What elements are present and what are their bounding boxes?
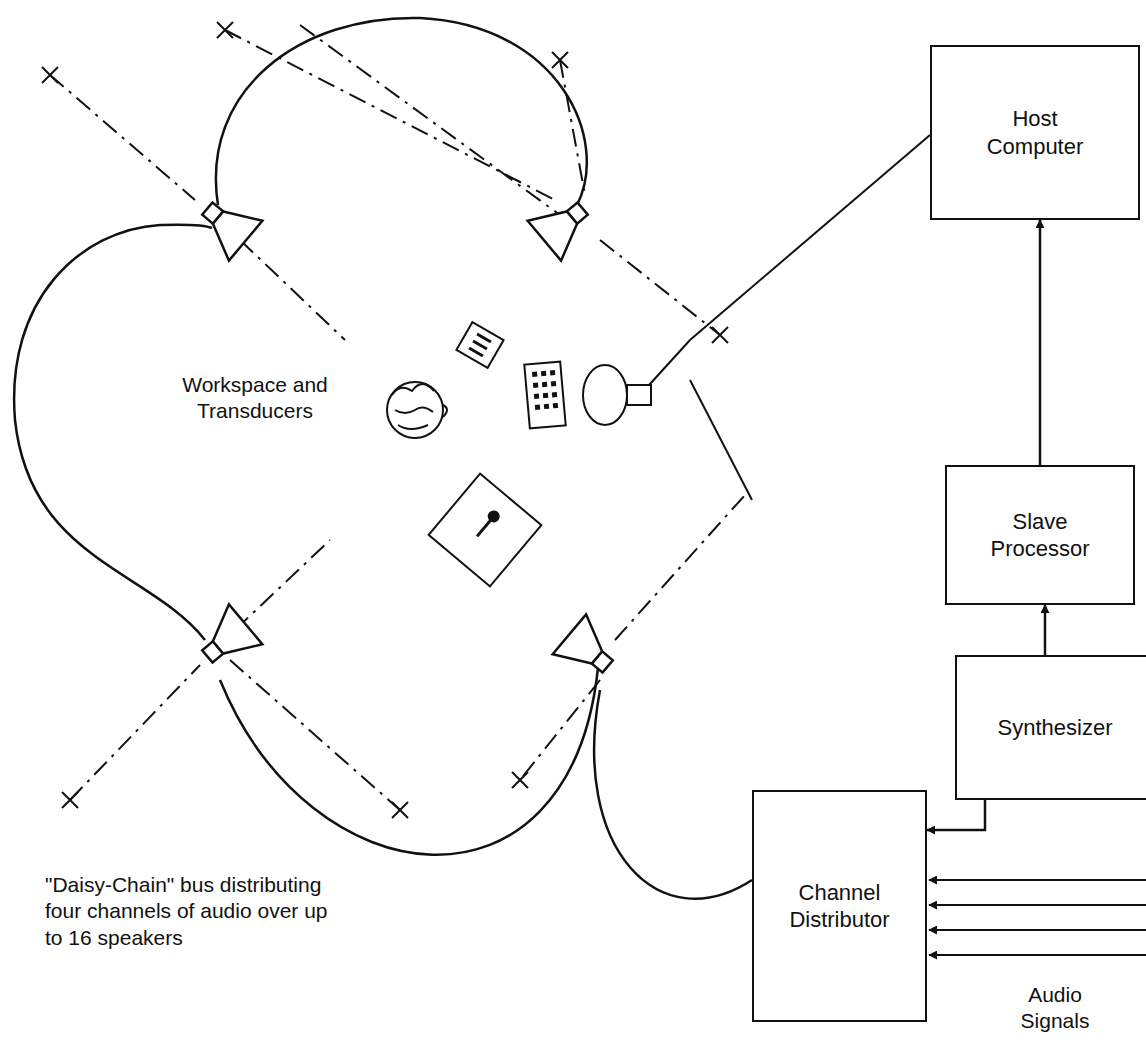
illustration-stroke	[535, 404, 540, 409]
illustration-stroke	[524, 362, 565, 429]
illustration-stroke	[690, 380, 752, 500]
process-box: Host Computer	[930, 45, 1140, 220]
illustration-stroke	[550, 370, 555, 375]
speaker-icons	[191, 189, 625, 687]
illustration-stroke	[551, 381, 556, 386]
signal-arrow	[1044, 605, 1047, 655]
illustration-stroke	[201, 198, 262, 261]
illustration-stroke	[553, 614, 625, 686]
illustration-stroke	[532, 372, 537, 377]
illustration-stroke	[429, 474, 542, 587]
illustration-stroke	[512, 772, 528, 788]
illustration-stroke	[201, 604, 262, 667]
annotation: Workspace and Transducers	[175, 372, 335, 425]
annotation: Audio Signals	[995, 982, 1115, 1035]
dash-dot-sound-lines	[50, 25, 745, 810]
illustration-stroke	[560, 60, 585, 195]
annotation-text: Audio Signals	[1021, 983, 1090, 1032]
signal-arrow	[927, 800, 985, 830]
illustration-stroke	[62, 792, 78, 808]
illustration-stroke	[456, 322, 503, 368]
illustration-stroke	[532, 370, 558, 410]
user-head	[387, 382, 447, 438]
illustration-stroke	[191, 604, 263, 676]
box-label: Host Computer	[973, 105, 1098, 160]
illustration-stroke	[70, 665, 200, 800]
illustration-stroke	[615, 495, 745, 640]
box-label: Slave Processor	[978, 508, 1103, 563]
illustration-stroke	[528, 189, 600, 261]
audio-signal-arrows	[929, 880, 1146, 955]
illustration-stroke	[533, 383, 538, 388]
illustration-stroke	[235, 540, 330, 630]
box-label: Channel Distributor	[777, 879, 902, 934]
illustration-stroke	[544, 404, 549, 409]
illustration-stroke	[191, 189, 263, 261]
illustration-stroke	[487, 509, 501, 523]
illustration-stroke	[929, 879, 1146, 881]
illustration-stroke	[600, 240, 720, 335]
illustration-stroke	[553, 403, 558, 408]
cross-marks	[42, 22, 728, 818]
input-devices	[429, 322, 651, 586]
process-box: Synthesizer	[955, 655, 1146, 800]
illustration-stroke	[552, 52, 568, 68]
illustration-stroke	[520, 680, 600, 780]
illustration-stroke	[469, 334, 491, 356]
illustration-stroke	[552, 392, 557, 397]
illustration-stroke	[456, 322, 503, 368]
illustration-stroke	[42, 67, 58, 83]
host-link-lines	[640, 135, 930, 500]
illustration-stroke	[712, 327, 728, 343]
illustration-stroke	[240, 240, 345, 340]
illustration-stroke	[553, 614, 614, 677]
illustration-stroke	[929, 954, 1146, 956]
process-box: Slave Processor	[945, 465, 1135, 605]
annotation: "Daisy-Chain" bus distributing four chan…	[45, 872, 335, 951]
illustration-stroke	[594, 690, 752, 899]
box-label: Synthesizer	[998, 714, 1113, 742]
illustration-stroke	[216, 18, 587, 205]
daisy-chain-bus	[14, 18, 752, 899]
illustration-stroke	[690, 135, 930, 340]
illustration-stroke	[50, 75, 195, 200]
signal-arrow	[1039, 220, 1042, 465]
illustration-stroke	[429, 474, 542, 587]
illustration-stroke	[392, 802, 408, 818]
annotation-text: Workspace and Transducers	[182, 373, 328, 422]
illustration-stroke	[534, 394, 539, 399]
illustration-stroke	[392, 384, 434, 429]
illustration-stroke	[230, 660, 400, 810]
illustration-stroke	[627, 385, 651, 405]
illustration-stroke	[14, 225, 212, 640]
illustration-stroke	[217, 22, 233, 38]
illustration-stroke	[583, 365, 651, 425]
annotation-text: "Daisy-Chain" bus distributing four chan…	[45, 873, 328, 949]
illustration-stroke	[387, 382, 443, 438]
illustration-stroke	[929, 929, 1146, 931]
illustration-stroke	[443, 405, 447, 417]
illustration-stroke	[300, 25, 560, 215]
illustration-stroke	[543, 393, 548, 398]
illustration-stroke	[524, 362, 565, 429]
illustration-stroke	[929, 904, 1146, 906]
illustration-stroke	[542, 382, 547, 387]
process-box: Channel Distributor	[752, 790, 927, 1022]
illustration-stroke	[583, 365, 627, 425]
illustration-stroke	[541, 371, 546, 376]
illustration-stroke	[528, 198, 589, 261]
illustration-stroke	[220, 668, 598, 855]
